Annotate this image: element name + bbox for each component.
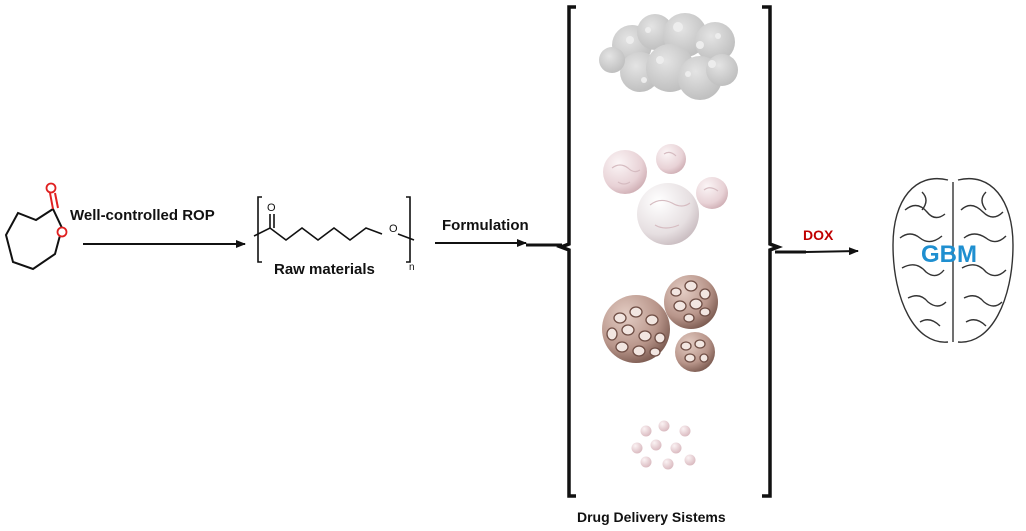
polycaprolactone-structure-icon	[253, 196, 415, 263]
porous-sphere-group-icon	[602, 275, 718, 372]
brain-icon	[892, 177, 1014, 343]
carbonyl-oxygen-label: O	[267, 202, 276, 214]
liposome-group-icon	[603, 144, 728, 245]
dox-arrow	[775, 247, 859, 256]
formulation-arrow	[435, 239, 562, 247]
gbm-label: GBM	[921, 241, 977, 268]
micelle-cluster-icon	[599, 13, 738, 100]
caprolactone-icon	[4, 182, 68, 271]
dds-bracket	[556, 5, 783, 498]
dox-label: DOX	[803, 227, 834, 243]
repeat-n-label: n	[409, 262, 415, 273]
drug-delivery-label: Drug Delivery Sistems	[577, 509, 726, 525]
nanoparticle-dots-icon	[631, 420, 696, 470]
rop-label: Well-controlled ROP	[70, 207, 215, 224]
raw-materials-label: Raw materials	[274, 261, 375, 278]
formulation-label: Formulation	[442, 217, 529, 234]
ester-oxygen-label: O	[389, 223, 398, 235]
